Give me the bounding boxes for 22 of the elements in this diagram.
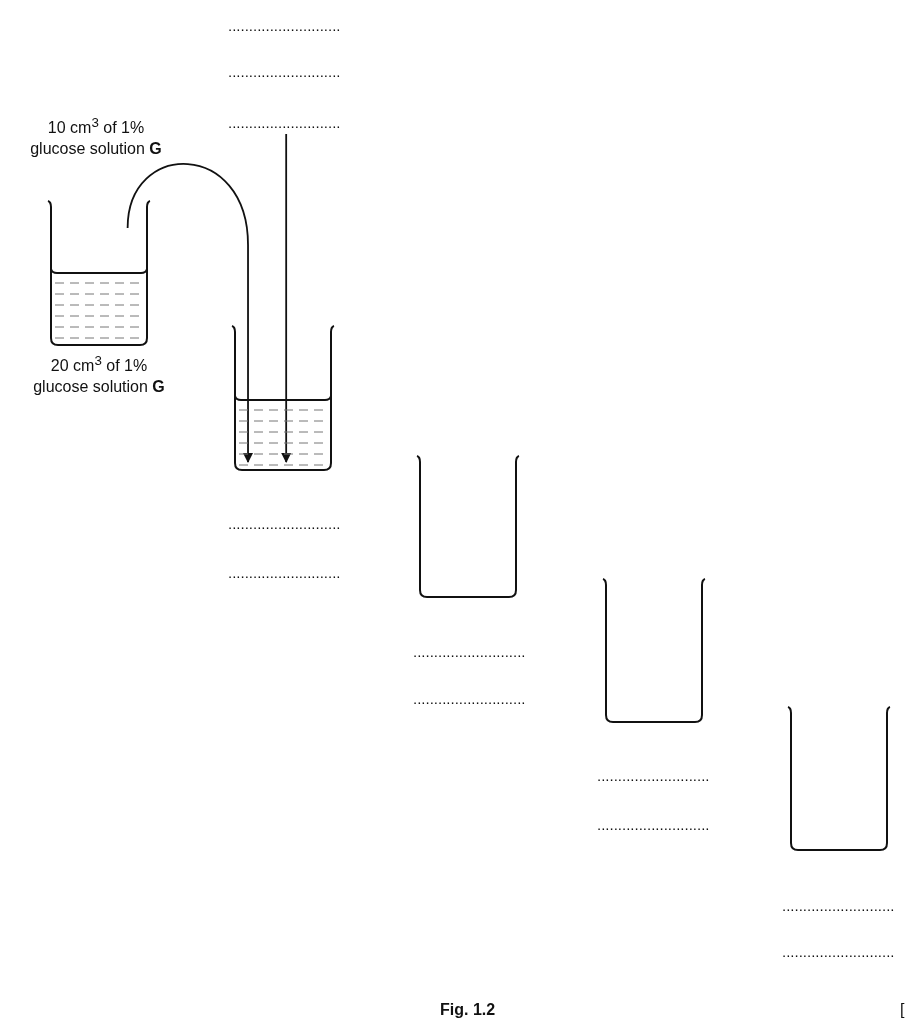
arrow — [126, 163, 253, 463]
beaker-drawing — [601, 578, 707, 724]
bracket-mark: [ — [900, 1001, 905, 1019]
fill-in-line: ........................... — [413, 643, 526, 661]
edge-label: 10 cm$^{3}$ of 1% glucose solution G — [30, 114, 162, 160]
fill-in-line: ........................... — [228, 564, 341, 582]
fill-in-line: ........................... — [597, 767, 710, 785]
beaker-drawing — [786, 706, 892, 852]
fill-in-line: ........................... — [228, 17, 341, 35]
arrow — [281, 133, 292, 463]
fill-in-line: ........................... — [228, 114, 341, 132]
fill-in-line: ........................... — [228, 515, 341, 533]
fill-in-line: ........................... — [228, 63, 341, 81]
fill-in-line: ........................... — [413, 690, 526, 708]
fill-in-line: ........................... — [782, 897, 895, 915]
beaker-drawing — [415, 455, 521, 599]
figure-caption: Fig. 1.2 — [440, 1001, 496, 1019]
fill-in-line: ........................... — [782, 943, 895, 961]
beaker-drawing — [230, 325, 336, 472]
beaker-caption: 20 cm$^{3}$ of 1% glucose solution G — [33, 352, 165, 398]
beaker-drawing — [46, 200, 152, 347]
fill-in-line: ........................... — [597, 816, 710, 834]
